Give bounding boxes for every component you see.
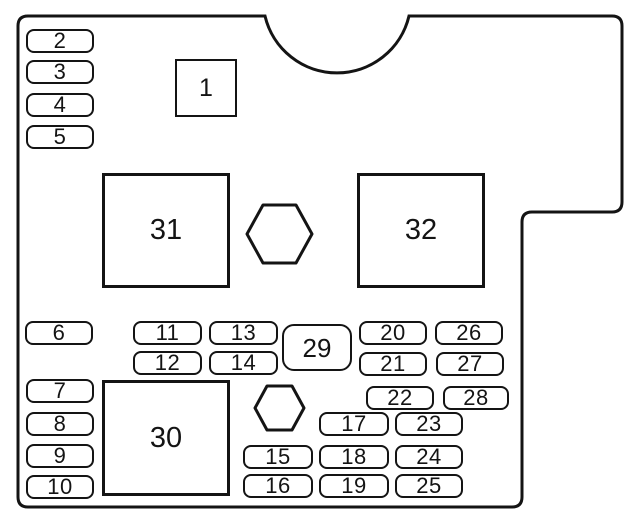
component-29: 29 <box>282 324 352 371</box>
fuse-7: 7 <box>26 379 94 403</box>
fuse-19: 19 <box>319 474 389 498</box>
fuse-15: 15 <box>243 445 313 469</box>
component-1: 1 <box>175 59 237 117</box>
fuse-9: 9 <box>26 444 94 468</box>
fuse-27: 27 <box>436 352 504 376</box>
fuse-8: 8 <box>26 412 94 436</box>
fuse-14: 14 <box>209 351 278 375</box>
fuse-16: 16 <box>243 474 313 498</box>
fuse-26: 26 <box>435 321 503 345</box>
component-32: 32 <box>357 173 485 288</box>
fuse-10: 10 <box>26 475 94 499</box>
hex-bolt-top-icon <box>245 203 314 265</box>
fuse-17: 17 <box>319 412 389 436</box>
fuse-20: 20 <box>359 321 427 345</box>
component-31: 31 <box>102 173 230 288</box>
fuse-13: 13 <box>209 321 278 345</box>
hex-bolt-bottom-icon <box>253 384 306 432</box>
fuse-28: 28 <box>443 386 509 410</box>
fuse-21: 21 <box>359 352 427 376</box>
component-30: 30 <box>102 380 230 496</box>
fuse-6: 6 <box>25 321 93 345</box>
fuse-4: 4 <box>26 93 94 117</box>
fuse-3: 3 <box>26 60 94 84</box>
fuse-2: 2 <box>26 29 94 53</box>
fuse-12: 12 <box>133 351 202 375</box>
fuse-23: 23 <box>395 412 463 436</box>
fuse-22: 22 <box>366 386 434 410</box>
fuse-11: 11 <box>133 321 202 345</box>
fuse-25: 25 <box>395 474 463 498</box>
fuse-5: 5 <box>26 125 94 149</box>
fuse-24: 24 <box>395 445 463 469</box>
fuse-18: 18 <box>319 445 389 469</box>
